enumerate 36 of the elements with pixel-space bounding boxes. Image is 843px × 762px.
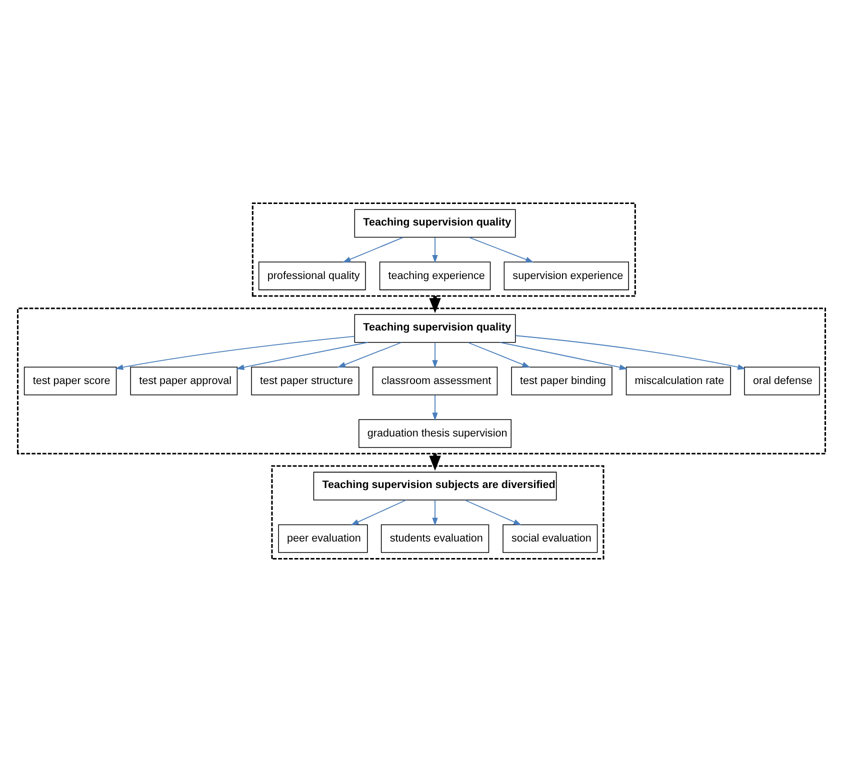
node-box: Teaching supervision quality bbox=[354, 209, 516, 238]
node-box: classroom assessment bbox=[372, 366, 498, 396]
node-box: miscalculation rate bbox=[626, 366, 731, 396]
node-box: supervision experience bbox=[504, 262, 629, 290]
cluster bbox=[16, 308, 826, 454]
node-box: test paper approval bbox=[130, 366, 238, 396]
node-box: oral defense bbox=[744, 366, 820, 396]
node-box: Teaching supervision subjects are diversified bbox=[313, 472, 557, 500]
node-box: graduation thesis supervision bbox=[358, 419, 512, 448]
arrow bbox=[468, 236, 534, 262]
arrow bbox=[115, 336, 356, 370]
cluster bbox=[252, 202, 636, 297]
arrow bbox=[338, 342, 402, 368]
arrow bbox=[342, 236, 404, 262]
arrow bbox=[432, 500, 438, 526]
node-box: peer evaluation bbox=[278, 524, 368, 553]
arrow bbox=[432, 237, 438, 264]
cluster bbox=[271, 465, 604, 560]
node-box: social evaluation bbox=[502, 524, 598, 553]
arrow bbox=[432, 394, 438, 421]
node-box: professional quality bbox=[258, 262, 366, 290]
arrow bbox=[350, 500, 406, 526]
arrow bbox=[429, 296, 441, 314]
node-box: test paper binding bbox=[511, 366, 612, 396]
node-box: teaching experience bbox=[379, 262, 491, 290]
arrow bbox=[432, 342, 438, 368]
arrow bbox=[500, 342, 628, 370]
arrow bbox=[515, 335, 746, 370]
node-box: test paper structure bbox=[251, 366, 360, 396]
node-box: students evaluation bbox=[380, 524, 490, 553]
arrow bbox=[429, 454, 441, 471]
node-box: Teaching supervision quality bbox=[354, 314, 516, 343]
node-box: test paper score bbox=[24, 366, 117, 396]
arrow bbox=[236, 342, 368, 370]
arrow bbox=[468, 342, 530, 368]
arrow bbox=[464, 500, 522, 526]
